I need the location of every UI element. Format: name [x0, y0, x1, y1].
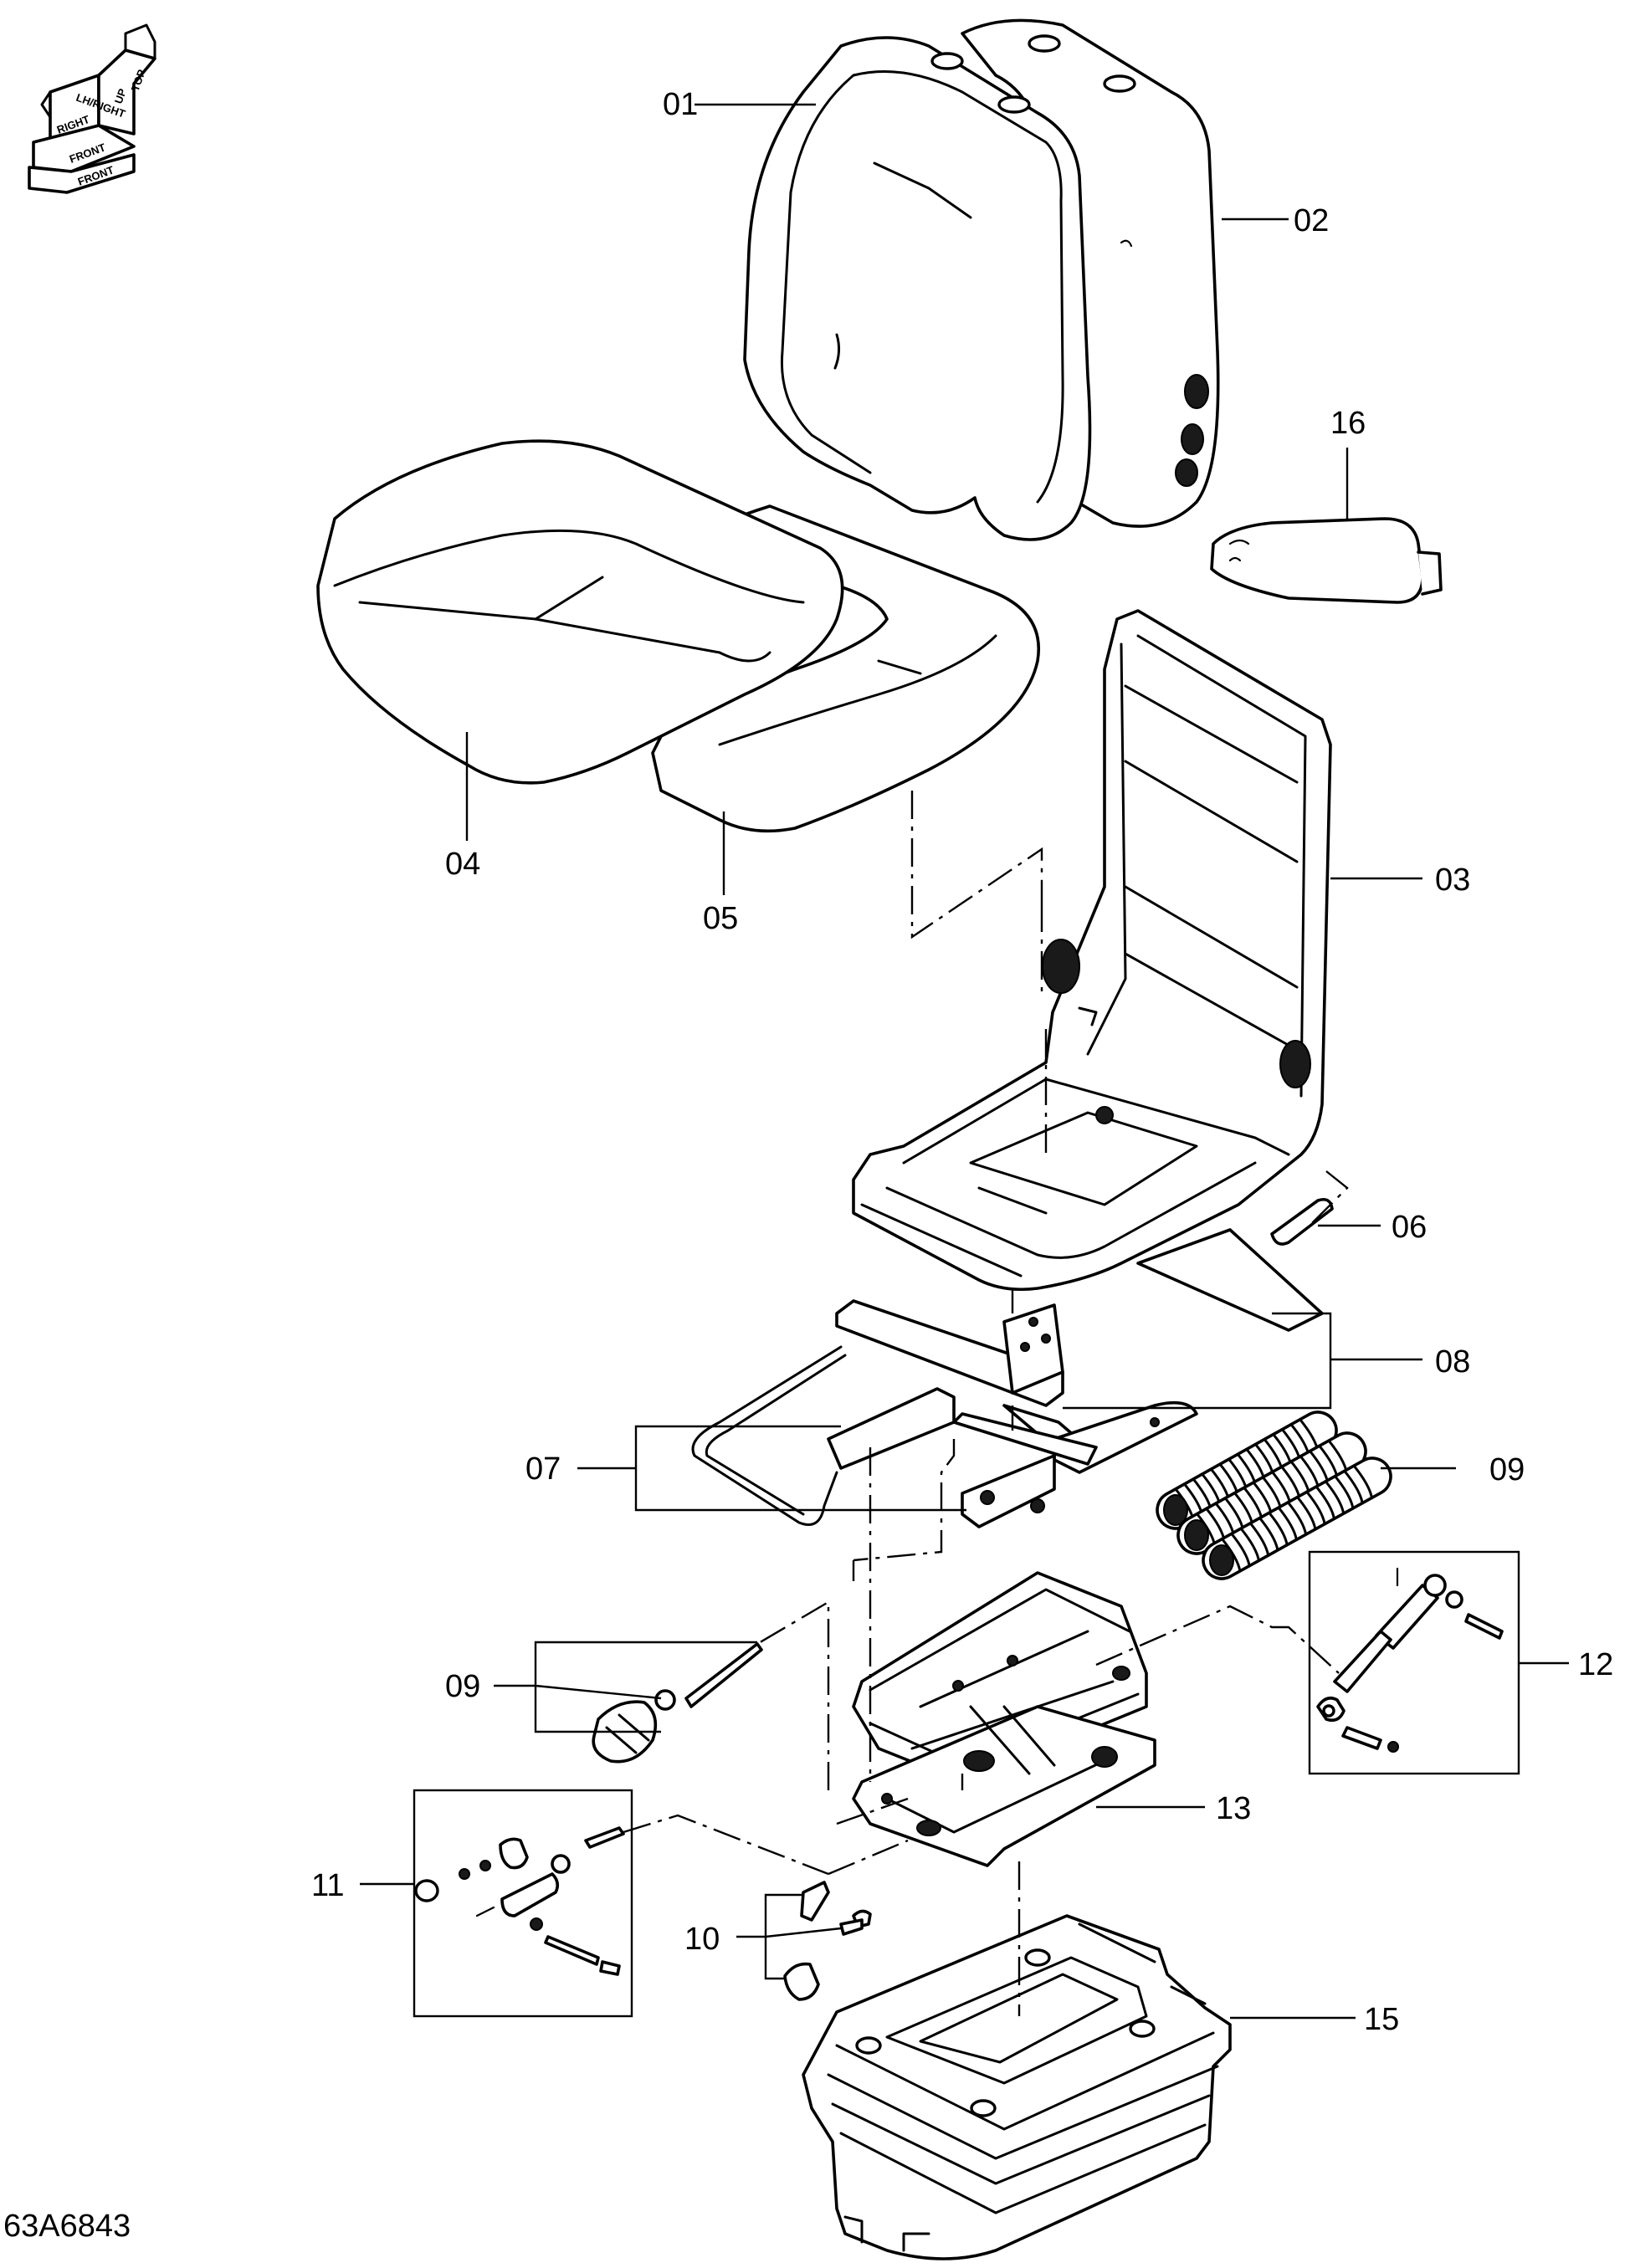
callout-leaders	[360, 103, 1569, 2020]
callout-08: 08	[1435, 1344, 1470, 1380]
armrest	[1210, 517, 1443, 604]
shock-absorber-kit	[1316, 1567, 1504, 1753]
pin	[1270, 1197, 1334, 1246]
callout-09-knob: 09	[445, 1669, 480, 1704]
callout-labels: 01 02 03 04 05 06 07 08 09 09 10 11 12 1…	[311, 87, 1613, 2037]
callout-12: 12	[1578, 1647, 1613, 1682]
callout-03: 03	[1435, 863, 1470, 898]
lever-knob-set	[783, 1881, 872, 2001]
suspension-assembly	[852, 1571, 1156, 1867]
callout-15: 15	[1364, 2002, 1399, 2037]
center-lines	[623, 791, 1349, 2016]
callout-04: 04	[445, 847, 480, 882]
callout-10: 10	[684, 1922, 720, 1957]
callout-09-springs: 09	[1489, 1452, 1525, 1487]
slide-rail-lever	[691, 1345, 1098, 1528]
seat-cushion-cover	[651, 504, 1040, 833]
callout-06: 06	[1392, 1210, 1427, 1245]
callout-05: 05	[703, 901, 738, 936]
callout-11: 11	[311, 1868, 344, 1903]
adjuster-rod-knob	[592, 1642, 763, 1764]
spring-set	[1156, 1410, 1392, 1580]
callout-02: 02	[1294, 203, 1329, 238]
callout-16: 16	[1330, 406, 1366, 441]
callout-01: 01	[663, 87, 698, 122]
orientation-icon: TOP UP LH/RIGHT RIGHT FRONT FRONT	[28, 23, 156, 194]
drawing-number: 63A6843	[3, 2209, 131, 2244]
seat-cushion	[316, 439, 844, 785]
callout-07: 07	[525, 1451, 561, 1487]
seat-back-cushion	[743, 36, 1092, 541]
suspension-cover	[802, 1914, 1232, 2260]
seat-frame	[852, 609, 1332, 1332]
lever-kit	[414, 1826, 625, 1976]
orientation-label-up: UP	[112, 87, 129, 105]
callout-13: 13	[1216, 1791, 1251, 1826]
